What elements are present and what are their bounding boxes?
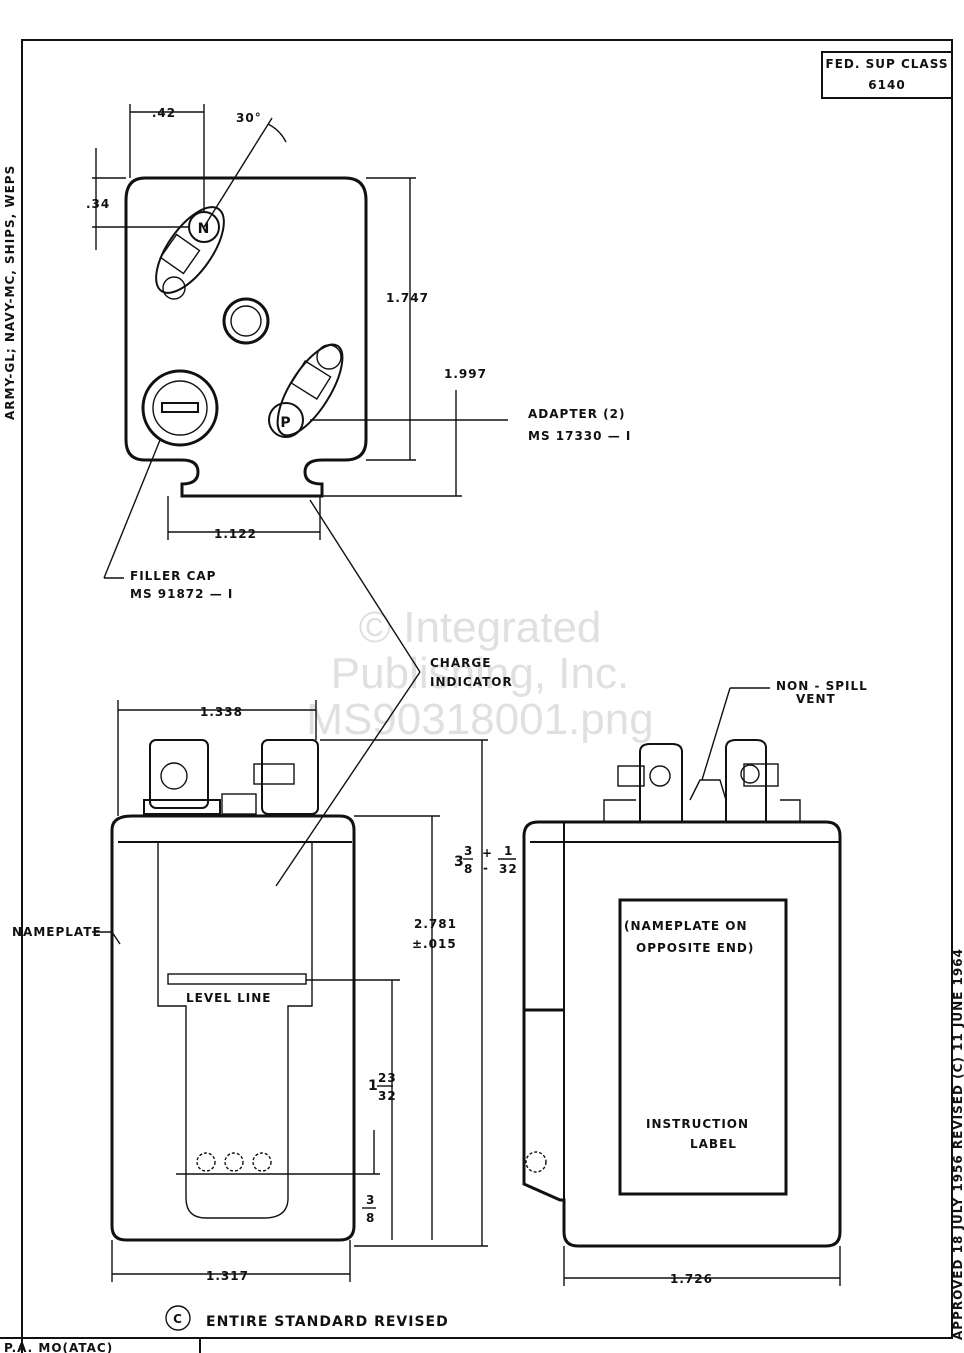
dim-2781-a: 2.781 (414, 917, 457, 931)
watermark-line1: © Integrated (359, 603, 602, 652)
dim-level-den: 32 (378, 1089, 397, 1103)
height-tol-minus: - (483, 861, 489, 875)
dim-bottom-den: 8 (366, 1211, 375, 1225)
drawing-border (21, 39, 953, 1339)
level-line-label: LEVEL LINE (186, 991, 272, 1005)
vent-label-1: NON - SPILL (776, 679, 868, 693)
watermark: © Integrated Publishing, Inc. MS90318001… (306, 603, 653, 744)
height-tol-den: 32 (499, 862, 518, 876)
height-tol-num: 1 (504, 844, 513, 858)
instruction-label-1: INSTRUCTION (646, 1117, 749, 1131)
left-margin-text: ARMY-GL; NAVY-MC, SHIPS, WEPS (3, 165, 17, 420)
watermark-line2: Publishing, Inc. (331, 649, 629, 698)
filler-label-2: MS 91872 — I (130, 587, 233, 601)
dim-30deg: 30° (236, 111, 262, 125)
dim-1317: 1.317 (206, 1269, 249, 1283)
dim-1726: 1.726 (670, 1272, 713, 1286)
adapter-label-1: ADAPTER (2) (528, 407, 625, 421)
watermark-line3: MS90318001.png (306, 695, 653, 744)
height-tol-plus: + (482, 846, 493, 860)
dim-1122: 1.122 (214, 527, 257, 541)
terminal-p-icon: P (268, 343, 344, 438)
filler-cap-icon (141, 369, 219, 447)
charge-indicator-leader: CHARGE INDICATOR (275, 499, 513, 887)
front-view: LEVEL LINE NAMEPLATE 1.338 3 3 8 + - 1 3… (12, 700, 518, 1283)
side-note-2: OPPOSITE END) (636, 941, 754, 955)
top-view-outline (124, 176, 368, 498)
terminal-n-icon: N (155, 206, 225, 300)
vent-label-2: VENT (796, 692, 836, 706)
charge-label-2: INDICATOR (430, 675, 513, 689)
charge-label-1: CHARGE (430, 656, 491, 670)
side-view-case (522, 820, 842, 1248)
height-num: 3 (464, 844, 473, 858)
right-margin-text: APPROVED 18 JULY 1956 REVISED (C) 11 JUN… (951, 948, 964, 1340)
footer-cell: P.A. MO(ATAC) (4, 1341, 113, 1353)
dim-level-whole: 1 (368, 1078, 379, 1094)
instruction-label-2: LABEL (690, 1137, 737, 1151)
dim-1338: 1.338 (200, 705, 243, 719)
revision-note: C ENTIRE STANDARD REVISED (165, 1305, 449, 1331)
dim-2781-b: ±.015 (412, 937, 457, 951)
nameplate-label: NAMEPLATE (12, 925, 102, 939)
class-header: FED. SUP CLASS (826, 57, 949, 71)
dim-1997: 1.997 (444, 367, 487, 381)
adapter-label-2: MS 17330 — I (528, 429, 631, 443)
height-whole: 3 (454, 854, 465, 870)
dim-1747: 1.747 (386, 291, 429, 305)
height-den: 8 (464, 862, 473, 876)
front-view-case (110, 814, 356, 1242)
side-note-1: (NAMEPLATE ON (624, 919, 748, 933)
dim-bottom-num: 3 (366, 1193, 375, 1207)
dim-042: .42 (152, 106, 176, 120)
vent-icon (222, 297, 270, 345)
class-box: FED. SUP CLASS 6140 (821, 51, 953, 99)
terminal-n-label: N (198, 221, 211, 237)
revision-text: ENTIRE STANDARD REVISED (206, 1314, 449, 1330)
side-view: (NAMEPLATE ON OPPOSITE END) INSTRUCTION … (522, 679, 868, 1286)
top-view: N P .42 30° .34 1.7 (86, 104, 631, 601)
terminal-p-label: P (280, 415, 291, 431)
class-number: 6140 (868, 78, 905, 92)
filler-label-1: FILLER CAP (130, 569, 216, 583)
revision-circle-letter: C (173, 1312, 183, 1326)
dim-034: .34 (86, 197, 110, 211)
dim-level-num: 23 (378, 1071, 397, 1085)
instruction-label-box (618, 898, 788, 1196)
